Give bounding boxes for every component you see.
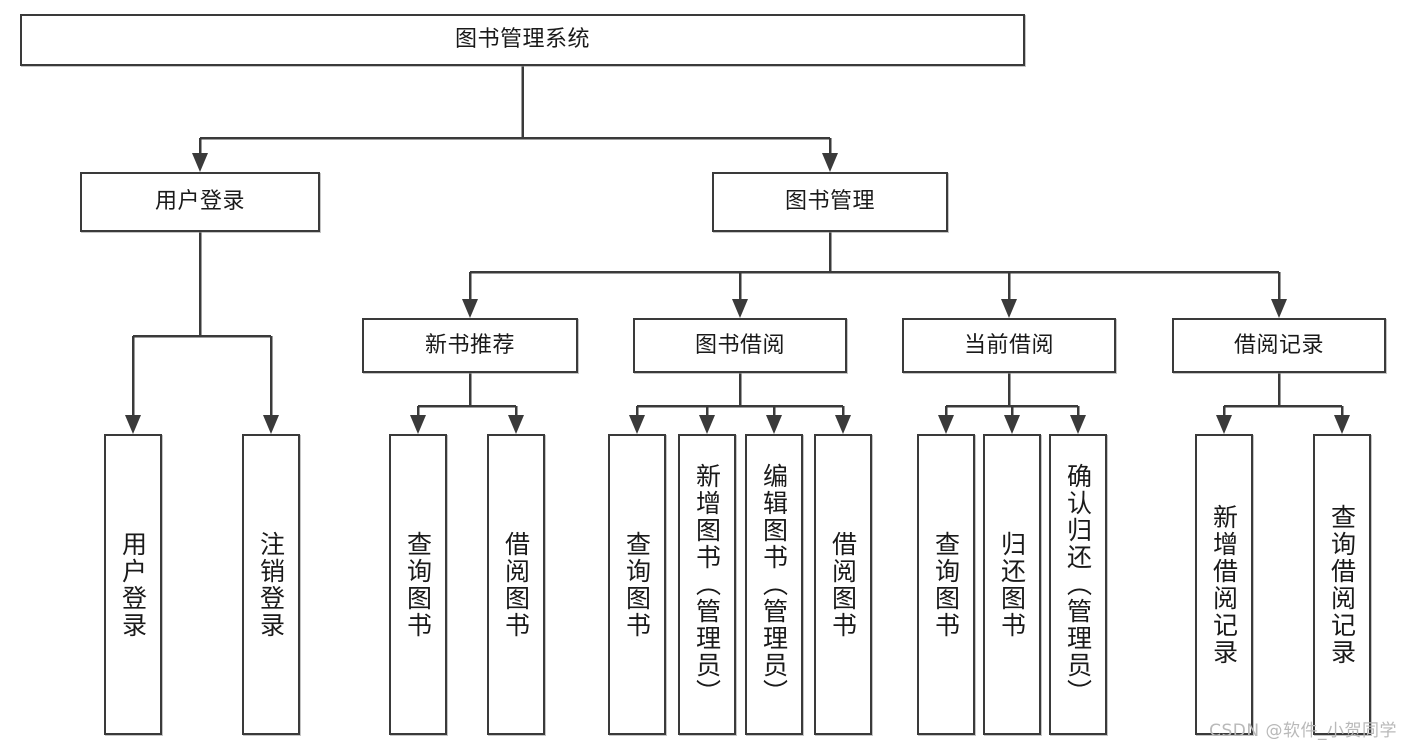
- node-label: 查询图书: [931, 530, 961, 639]
- node-label: 图书管理系统: [454, 27, 590, 53]
- node-label: 新增图书（管理员）: [692, 463, 722, 706]
- node-leaf-query-book-2[interactable]: 查询图书: [608, 434, 666, 735]
- node-label: 查询图书: [403, 530, 433, 639]
- node-new-book-recommendation[interactable]: 新书推荐: [362, 318, 578, 373]
- node-label: 查询借阅记录: [1327, 503, 1357, 666]
- node-leaf-add-book[interactable]: 新增图书（管理员）: [678, 434, 736, 735]
- node-leaf-query-borrow-record[interactable]: 查询借阅记录: [1313, 434, 1371, 735]
- node-leaf-borrow-book-1[interactable]: 借阅图书: [487, 434, 545, 735]
- node-label: 用户登录: [118, 530, 148, 639]
- node-root-system[interactable]: 图书管理系统: [20, 14, 1025, 66]
- node-label: 编辑图书（管理员）: [759, 463, 789, 706]
- node-label: 查询图书: [622, 530, 652, 639]
- node-leaf-edit-book[interactable]: 编辑图书（管理员）: [745, 434, 803, 735]
- node-leaf-confirm-return[interactable]: 确认归还（管理员）: [1049, 434, 1107, 735]
- node-label: 借阅图书: [501, 530, 531, 639]
- node-label: 借阅图书: [828, 530, 858, 639]
- node-label: 借阅记录: [1233, 332, 1324, 358]
- node-leaf-borrow-book-2[interactable]: 借阅图书: [814, 434, 872, 735]
- node-label: 当前借阅: [963, 332, 1054, 358]
- node-label: 图书管理: [784, 189, 875, 215]
- node-label: 新书推荐: [424, 332, 515, 358]
- node-current-borrow[interactable]: 当前借阅: [902, 318, 1116, 373]
- node-leaf-user-login[interactable]: 用户登录: [104, 434, 162, 735]
- node-leaf-add-borrow-record[interactable]: 新增借阅记录: [1195, 434, 1253, 735]
- node-borrow-record[interactable]: 借阅记录: [1172, 318, 1386, 373]
- node-book-manage[interactable]: 图书管理: [712, 172, 948, 232]
- node-label: 确认归还（管理员）: [1063, 463, 1093, 706]
- node-leaf-query-book-1[interactable]: 查询图书: [389, 434, 447, 735]
- watermark-text: CSDN @软件_小贺同学: [1209, 721, 1397, 741]
- node-leaf-user-logout[interactable]: 注销登录: [242, 434, 300, 735]
- node-label: 注销登录: [256, 530, 286, 639]
- node-label: 图书借阅: [694, 332, 785, 358]
- node-leaf-return-book[interactable]: 归还图书: [983, 434, 1041, 735]
- node-user-login[interactable]: 用户登录: [80, 172, 320, 232]
- node-label: 新增借阅记录: [1209, 503, 1239, 666]
- node-book-borrow[interactable]: 图书借阅: [633, 318, 847, 373]
- node-leaf-query-book-3[interactable]: 查询图书: [917, 434, 975, 735]
- node-label: 归还图书: [997, 530, 1027, 639]
- node-label: 用户登录: [154, 189, 245, 215]
